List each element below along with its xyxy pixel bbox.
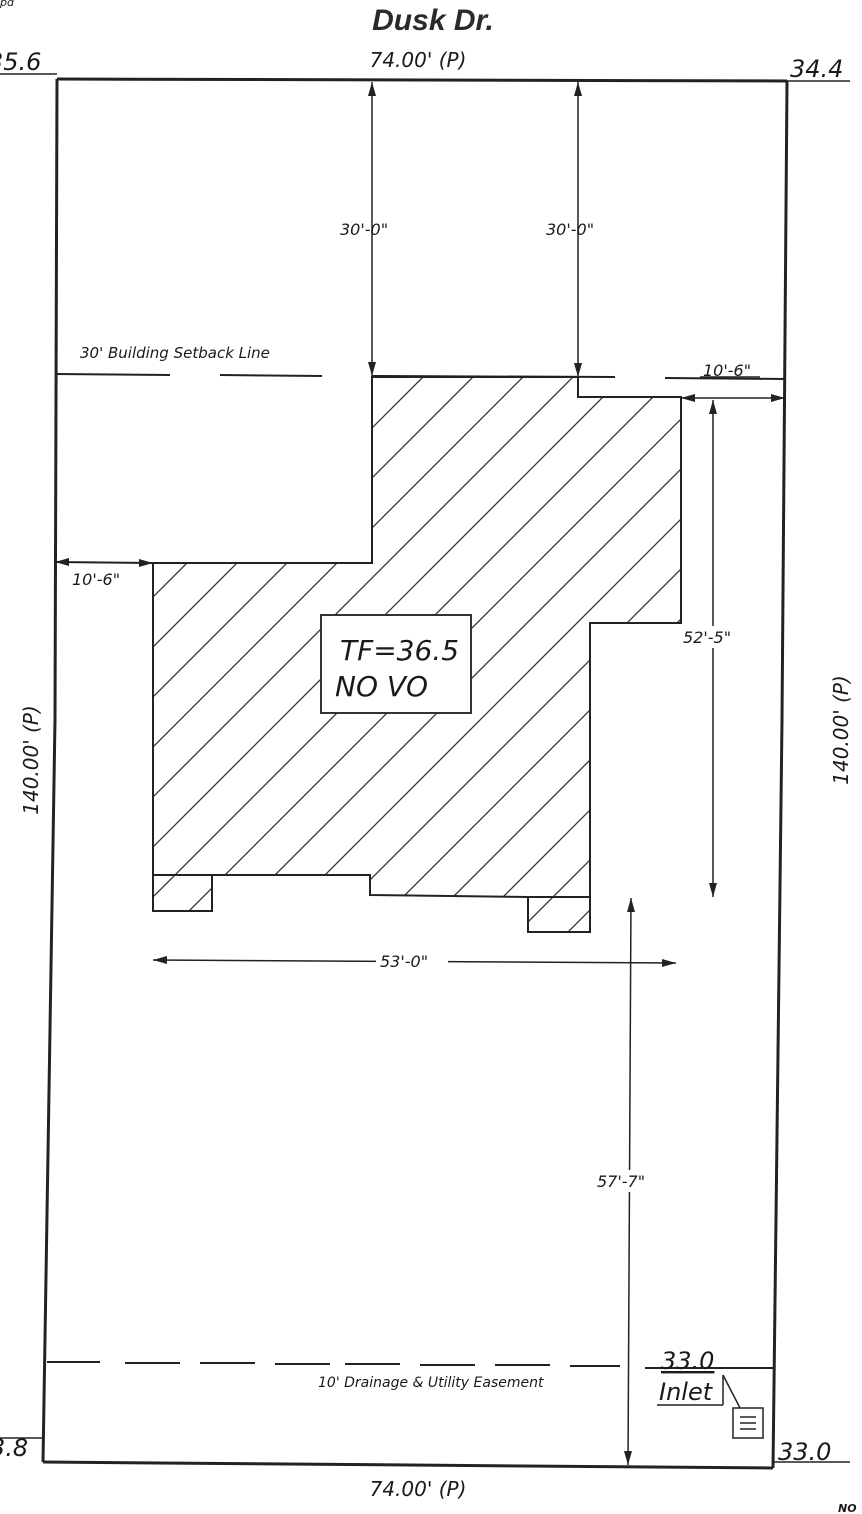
side-setback-right-label: 10'-6" [703,361,751,380]
house-depth-dimension [680,400,748,897]
hatch-line [299,377,681,932]
house-width-label: 53'-0" [380,952,428,971]
lot-boundary [0,73,850,1470]
hatch-line [199,377,681,932]
hatch-line [153,377,681,932]
hatch-line [399,377,681,932]
top-left-elevation: 35.6 [0,48,41,76]
hatch-line [153,377,451,932]
front-setback-dimension-right [574,82,582,377]
rear-setback-label: 57'-7" [597,1172,645,1191]
bottom-left-elevation: 3.8 [0,1434,28,1462]
hatch-line [153,377,651,932]
hatch-line [153,377,681,932]
view-out-label: NO VO [335,670,428,703]
corner-fragment-text: pd [0,0,15,9]
inlet-symbol [657,1374,764,1439]
hatch-line [153,377,681,932]
side-setback-left-dimension [55,558,153,567]
corner-note-fragment: NO [838,1502,857,1514]
setback-line-label: 30' Building Setback Line [80,344,270,362]
side-setback-left-label: 10'-6" [72,570,120,589]
top-right-elevation: 34.4 [790,55,843,83]
inlet-elevation: 33.0 [661,1347,714,1375]
easement-line [47,1361,773,1369]
hatch-line [549,377,681,932]
street-name: Dusk Dr. [372,4,494,37]
top-boundary-length: 74.00' (P) [370,48,467,72]
easement-label: 10' Drainage & Utility Easement [318,1375,544,1391]
hatch-line [599,377,681,932]
hatch-line [449,377,681,932]
hatch-line [153,377,681,932]
hatch-line [153,377,551,932]
house-depth-label: 52'-5" [683,628,731,647]
hatch-line [153,377,681,932]
hatch-line [153,377,681,932]
rear-setback-dimension [594,897,664,1466]
hatch-line [349,377,681,932]
bottom-right-elevation: 33.0 [778,1438,831,1466]
hatch-line [153,377,681,932]
top-of-foundation-label: TF=36.5 [340,634,459,667]
side-setback-right-dimension [681,376,785,402]
front-setback-dimension-left [368,82,376,376]
floor-elevation-box [320,614,472,714]
right-boundary-length: 140.00' (P) [829,675,853,785]
house-width-dimension [152,950,677,968]
front-setback-left-label: 30'-0" [340,220,388,239]
front-setback-right-label: 30'-0" [546,220,594,239]
house-hatching [153,377,681,932]
bottom-boundary-length: 74.00' (P) [370,1477,467,1501]
left-boundary-length: 140.00' (P) [19,705,43,815]
hatch-line [153,377,681,932]
inlet-label: Inlet [659,1378,714,1406]
house-footprint [152,376,682,933]
hatch-line [249,377,681,932]
